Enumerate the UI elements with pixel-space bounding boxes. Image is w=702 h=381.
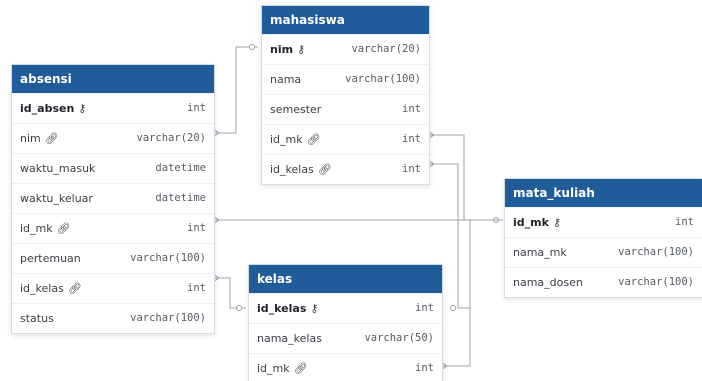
- column-name: id_kelas: [257, 302, 307, 315]
- table-absensi[interactable]: absensi id_absen⚷ int nim🔗︎ varchar(20) …: [11, 64, 215, 334]
- table-row[interactable]: nama_mk varchar(100): [505, 237, 702, 267]
- column-type: int: [675, 216, 694, 228]
- table-row[interactable]: waktu_masuk datetime: [12, 153, 214, 183]
- table-row[interactable]: nama_dosen varchar(100): [505, 267, 702, 297]
- column-type: varchar(100): [345, 73, 421, 85]
- column-type: varchar(20): [351, 43, 421, 55]
- table-title: absensi: [12, 65, 214, 93]
- key-outline-icon: ⚷: [78, 102, 87, 115]
- column-type: varchar(100): [130, 252, 206, 264]
- table-title: kelas: [249, 265, 442, 293]
- column-name: waktu_keluar: [20, 192, 93, 205]
- table-row[interactable]: status varchar(100): [12, 303, 214, 333]
- column-name: id_kelas: [20, 282, 64, 295]
- table-mata-kuliah[interactable]: mata_kuliah id_mk⚷ int nama_mk varchar(1…: [504, 178, 702, 298]
- connector-mahasiswa-idmk-to-matakuliah-idmk: [428, 134, 503, 221]
- table-kelas[interactable]: kelas id_kelas⚷ int nama_kelas varchar(5…: [248, 264, 443, 381]
- table-row[interactable]: waktu_keluar datetime: [12, 183, 214, 213]
- link-icon: 🔗︎: [67, 282, 82, 295]
- column-name: id_mk: [257, 362, 290, 375]
- connector-absensi-idkelas-to-kelas-idkelas: [213, 277, 246, 309]
- table-row[interactable]: nim🔗︎ varchar(20): [12, 123, 214, 153]
- table-title: mahasiswa: [262, 6, 429, 34]
- column-type: int: [415, 302, 434, 314]
- table-row[interactable]: nim⚷ varchar(20): [262, 34, 429, 64]
- table-row[interactable]: id_absen⚷ int: [12, 93, 214, 123]
- column-name: id_kelas: [270, 163, 314, 176]
- link-icon: 🔗︎: [56, 222, 71, 235]
- key-outline-icon: ⚷: [552, 216, 561, 229]
- column-name: id_mk: [20, 222, 53, 235]
- table-mahasiswa[interactable]: mahasiswa nim⚷ varchar(20) nama varchar(…: [261, 5, 430, 185]
- column-type: varchar(100): [618, 276, 694, 288]
- table-row[interactable]: id_mk⚷ int: [505, 207, 702, 237]
- column-type: varchar(20): [136, 132, 206, 144]
- table-row[interactable]: id_mk🔗︎ int: [12, 213, 214, 243]
- column-name: nama_mk: [513, 246, 567, 259]
- column-type: int: [187, 282, 206, 294]
- link-icon: 🔗︎: [44, 132, 59, 145]
- link-icon: 🔗︎: [317, 163, 332, 176]
- column-type: datetime: [155, 162, 206, 174]
- column-type: int: [187, 222, 206, 234]
- table-row[interactable]: nama varchar(100): [262, 64, 429, 94]
- column-name: semester: [270, 103, 322, 116]
- column-type: int: [187, 102, 206, 114]
- column-type: varchar(100): [130, 312, 206, 324]
- column-name: nama_dosen: [513, 276, 583, 289]
- table-row[interactable]: nama_kelas varchar(50): [249, 323, 442, 353]
- connector-kelas-idmk-to-matakuliah-idmk: [441, 219, 503, 367]
- table-row[interactable]: id_mk🔗︎ int: [249, 353, 442, 381]
- one-marker: [450, 305, 456, 311]
- table-row[interactable]: semester int: [262, 94, 429, 124]
- key-outline-icon: ⚷: [297, 43, 306, 56]
- link-icon: 🔗︎: [293, 362, 308, 375]
- table-title: mata_kuliah: [505, 179, 702, 207]
- column-name: pertemuan: [20, 252, 81, 265]
- table-row[interactable]: id_kelas🔗︎ int: [12, 273, 214, 303]
- one-marker: [493, 217, 499, 223]
- key-outline-icon: ⚷: [310, 302, 319, 315]
- column-name: id_mk: [513, 216, 549, 229]
- column-name: nama_kelas: [257, 332, 322, 345]
- connector-absensi-nim-to-mahasiswa-nim: [213, 46, 258, 134]
- column-type: varchar(50): [364, 332, 434, 344]
- column-type: int: [402, 103, 421, 115]
- column-type: varchar(100): [618, 246, 694, 258]
- table-row[interactable]: id_mk🔗︎ int: [262, 124, 429, 154]
- one-marker: [249, 44, 255, 50]
- column-name: nim: [270, 43, 294, 56]
- column-type: int: [415, 362, 434, 374]
- column-name: id_mk: [270, 133, 303, 146]
- link-icon: 🔗︎: [306, 133, 321, 146]
- table-row[interactable]: id_kelas⚷ int: [249, 293, 442, 323]
- table-row[interactable]: id_kelas🔗︎ int: [262, 154, 429, 184]
- column-type: datetime: [155, 192, 206, 204]
- one-marker: [236, 305, 242, 311]
- table-row[interactable]: pertemuan varchar(100): [12, 243, 214, 273]
- column-name: waktu_masuk: [20, 162, 96, 175]
- column-name: nama: [270, 73, 302, 86]
- column-type: int: [402, 133, 421, 145]
- column-type: int: [402, 163, 421, 175]
- column-name: status: [20, 312, 54, 325]
- column-name: id_absen: [20, 102, 75, 115]
- column-name: nim: [20, 132, 41, 145]
